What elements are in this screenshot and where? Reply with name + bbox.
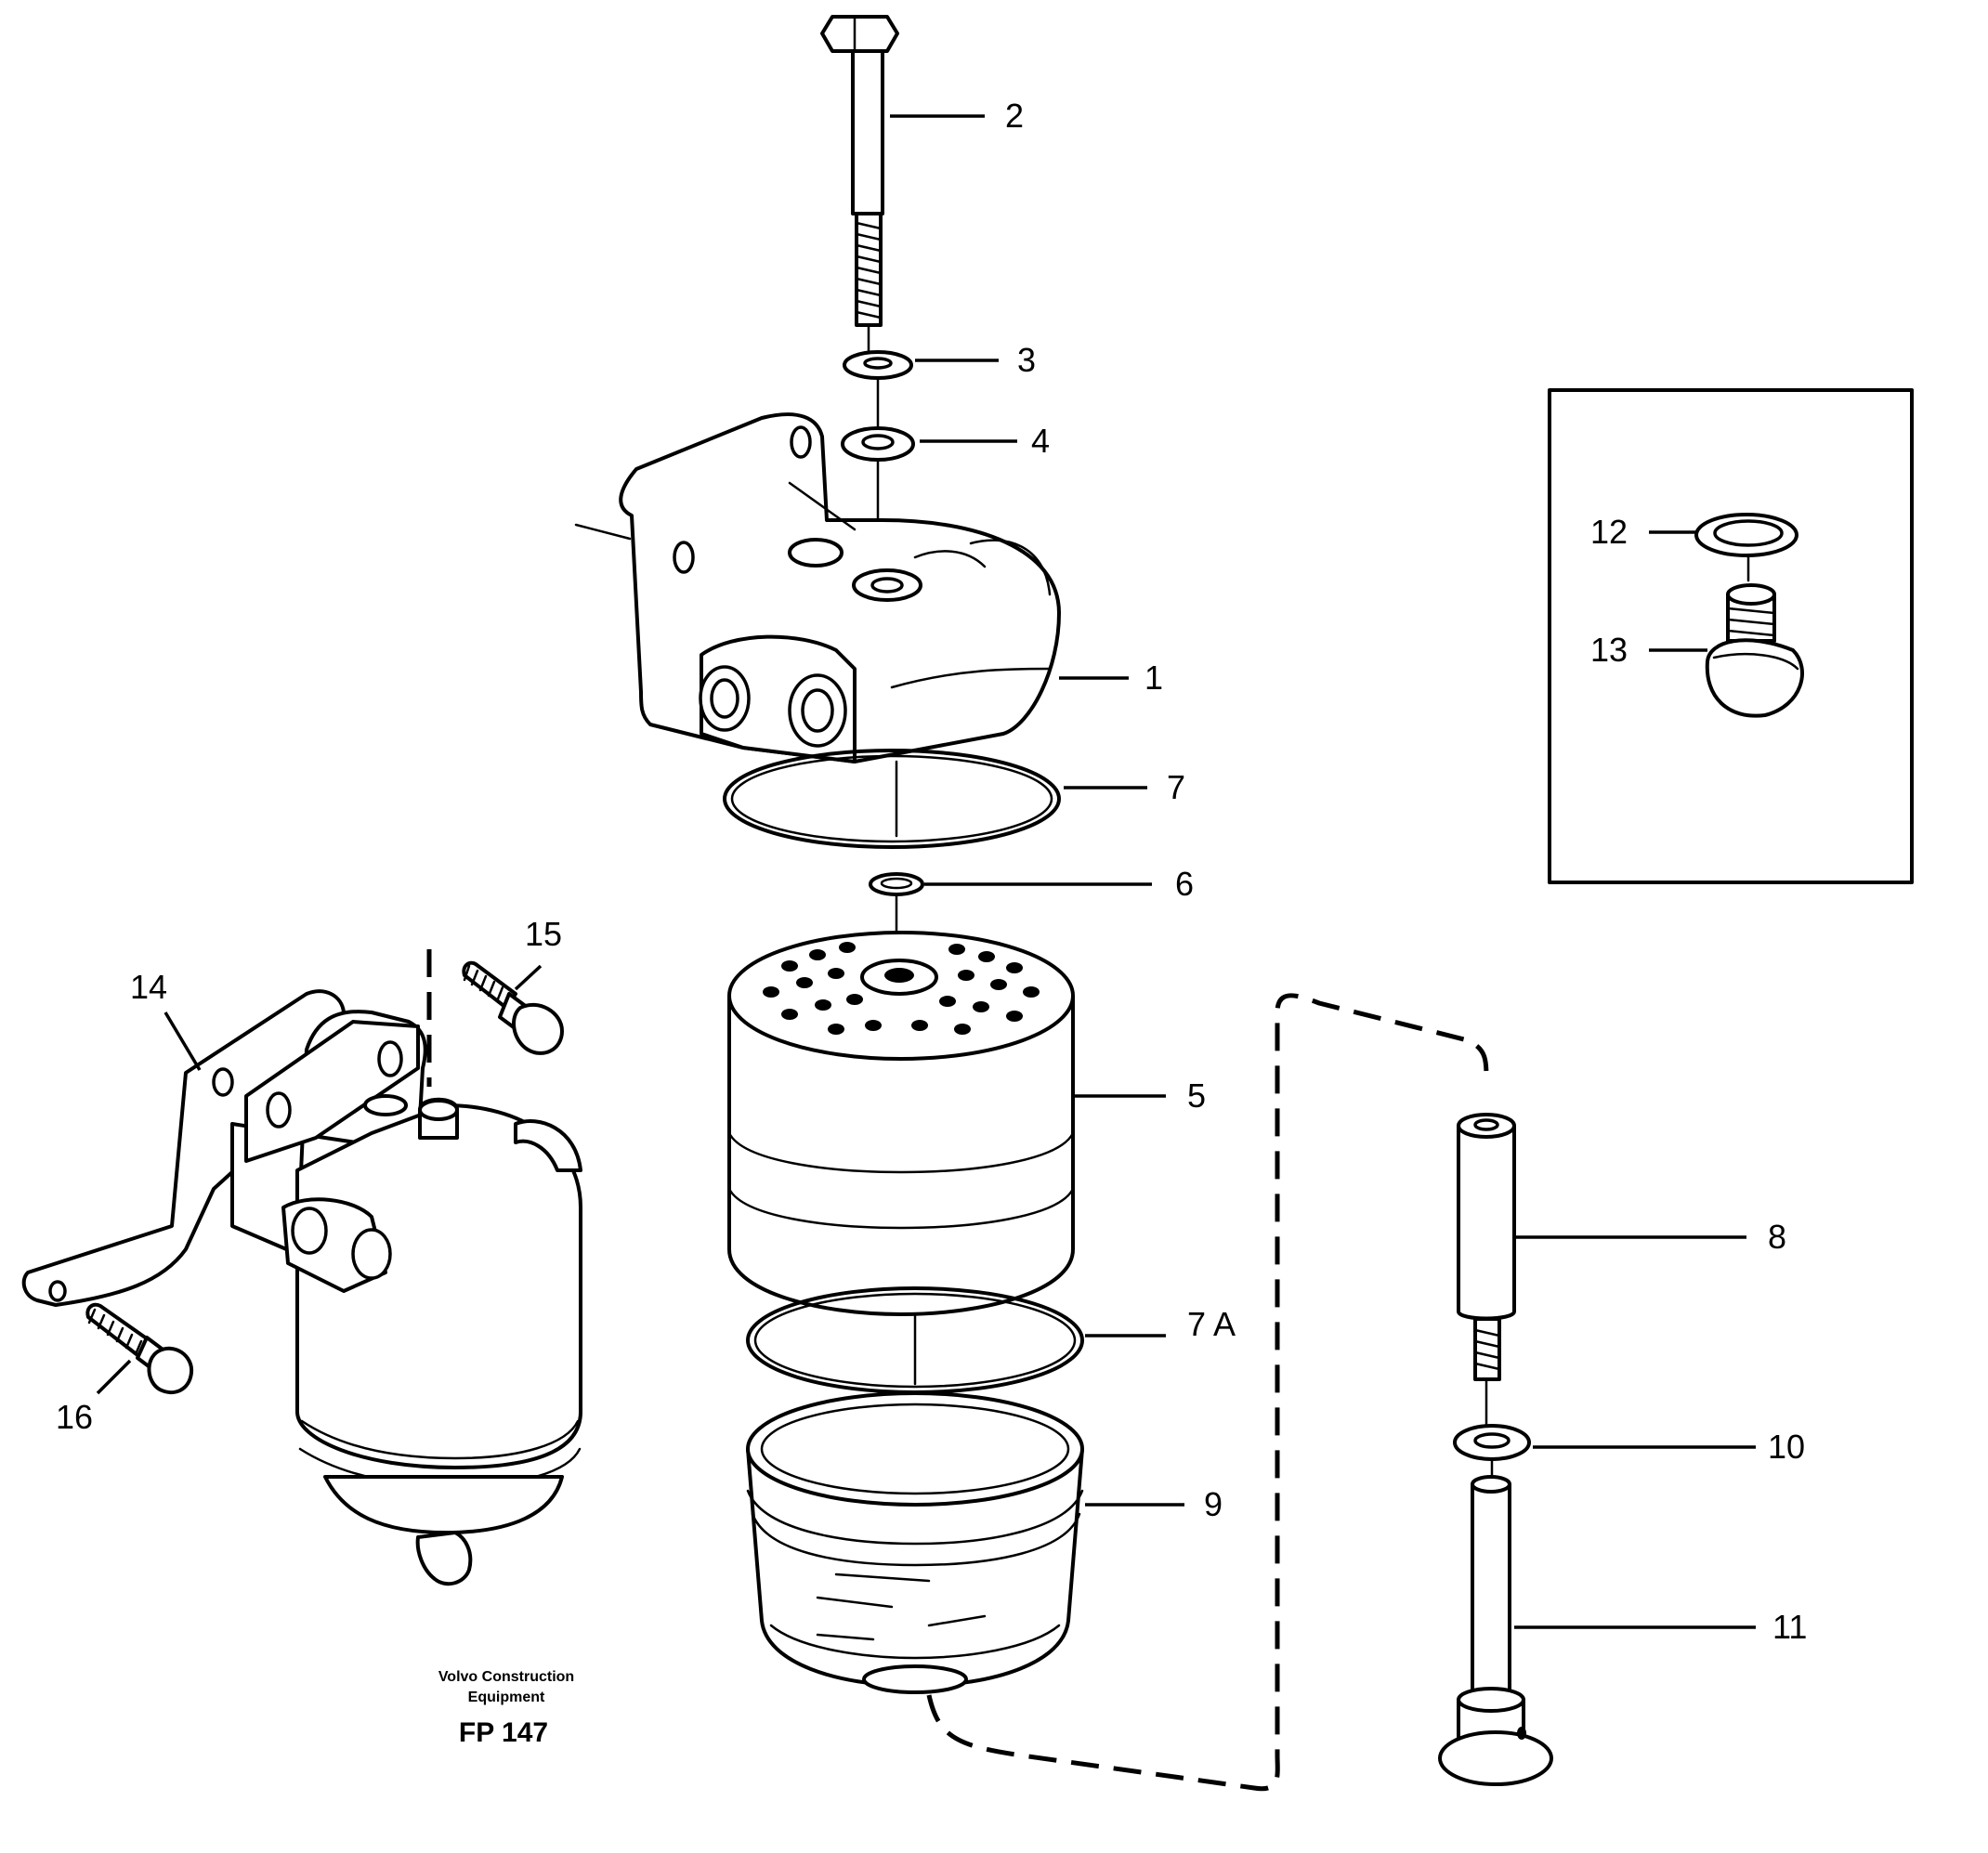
part-4-washer — [841, 426, 915, 578]
caption-company: Volvo Construction — [438, 1669, 574, 1685]
leader-16 — [96, 1359, 132, 1395]
part-12-washer — [1694, 513, 1798, 582]
callout-5: 5 — [1187, 1077, 1206, 1115]
callout-11: 11 — [1772, 1608, 1807, 1646]
callout-12: 12 — [1590, 513, 1628, 551]
part-10-washer — [1453, 1424, 1531, 1479]
filter-perforations — [763, 942, 1040, 1035]
leader-lines — [96, 114, 1756, 1629]
part-3-washer — [843, 350, 913, 429]
diagram-caption: Volvo Construction Equipment FP 147 — [438, 1669, 574, 1748]
callout-14: 14 — [130, 968, 167, 1006]
inset-box — [1548, 388, 1914, 884]
callout-4: 4 — [1031, 422, 1050, 460]
caption-division: Equipment — [468, 1690, 545, 1705]
leader-14 — [163, 1011, 202, 1071]
callout-16: 16 — [56, 1398, 93, 1436]
callout-6: 6 — [1175, 865, 1194, 903]
callout-10: 10 — [1768, 1428, 1805, 1466]
callout-7: 7 — [1167, 768, 1185, 806]
part-9-bowl — [746, 1391, 1084, 1694]
callout-13: 13 — [1590, 631, 1628, 669]
callout-9: 9 — [1204, 1485, 1223, 1523]
leader-15 — [514, 964, 543, 991]
callout-8: 8 — [1768, 1218, 1786, 1256]
part-11-drain-tube — [1438, 1475, 1553, 1786]
callout-7a: 7 A — [1187, 1305, 1236, 1343]
part-8-drain-cock — [1457, 1113, 1516, 1428]
part-16-screw — [85, 1302, 194, 1395]
part-15-screw — [426, 949, 564, 1087]
part-1-filter-head — [574, 412, 1061, 838]
callout-3: 3 — [1017, 341, 1036, 379]
part-5-filter-cartridge — [727, 931, 1075, 1386]
assembly-dash-line — [926, 993, 1489, 1792]
caption-figure-code: FP 147 — [459, 1717, 548, 1748]
callout-1: 1 — [1144, 659, 1163, 697]
part-13-drain-plug — [1705, 583, 1804, 718]
part-7-sealing-ring — [723, 749, 1061, 849]
assembled-filter-view — [21, 989, 582, 1586]
callout-numbers: 2 3 4 1 7 6 5 7 A 9 8 10 11 12 13 14 15 … — [56, 97, 1807, 1646]
callout-2: 2 — [1005, 97, 1024, 135]
callout-15: 15 — [525, 915, 562, 953]
part-2-bolt — [820, 15, 899, 355]
